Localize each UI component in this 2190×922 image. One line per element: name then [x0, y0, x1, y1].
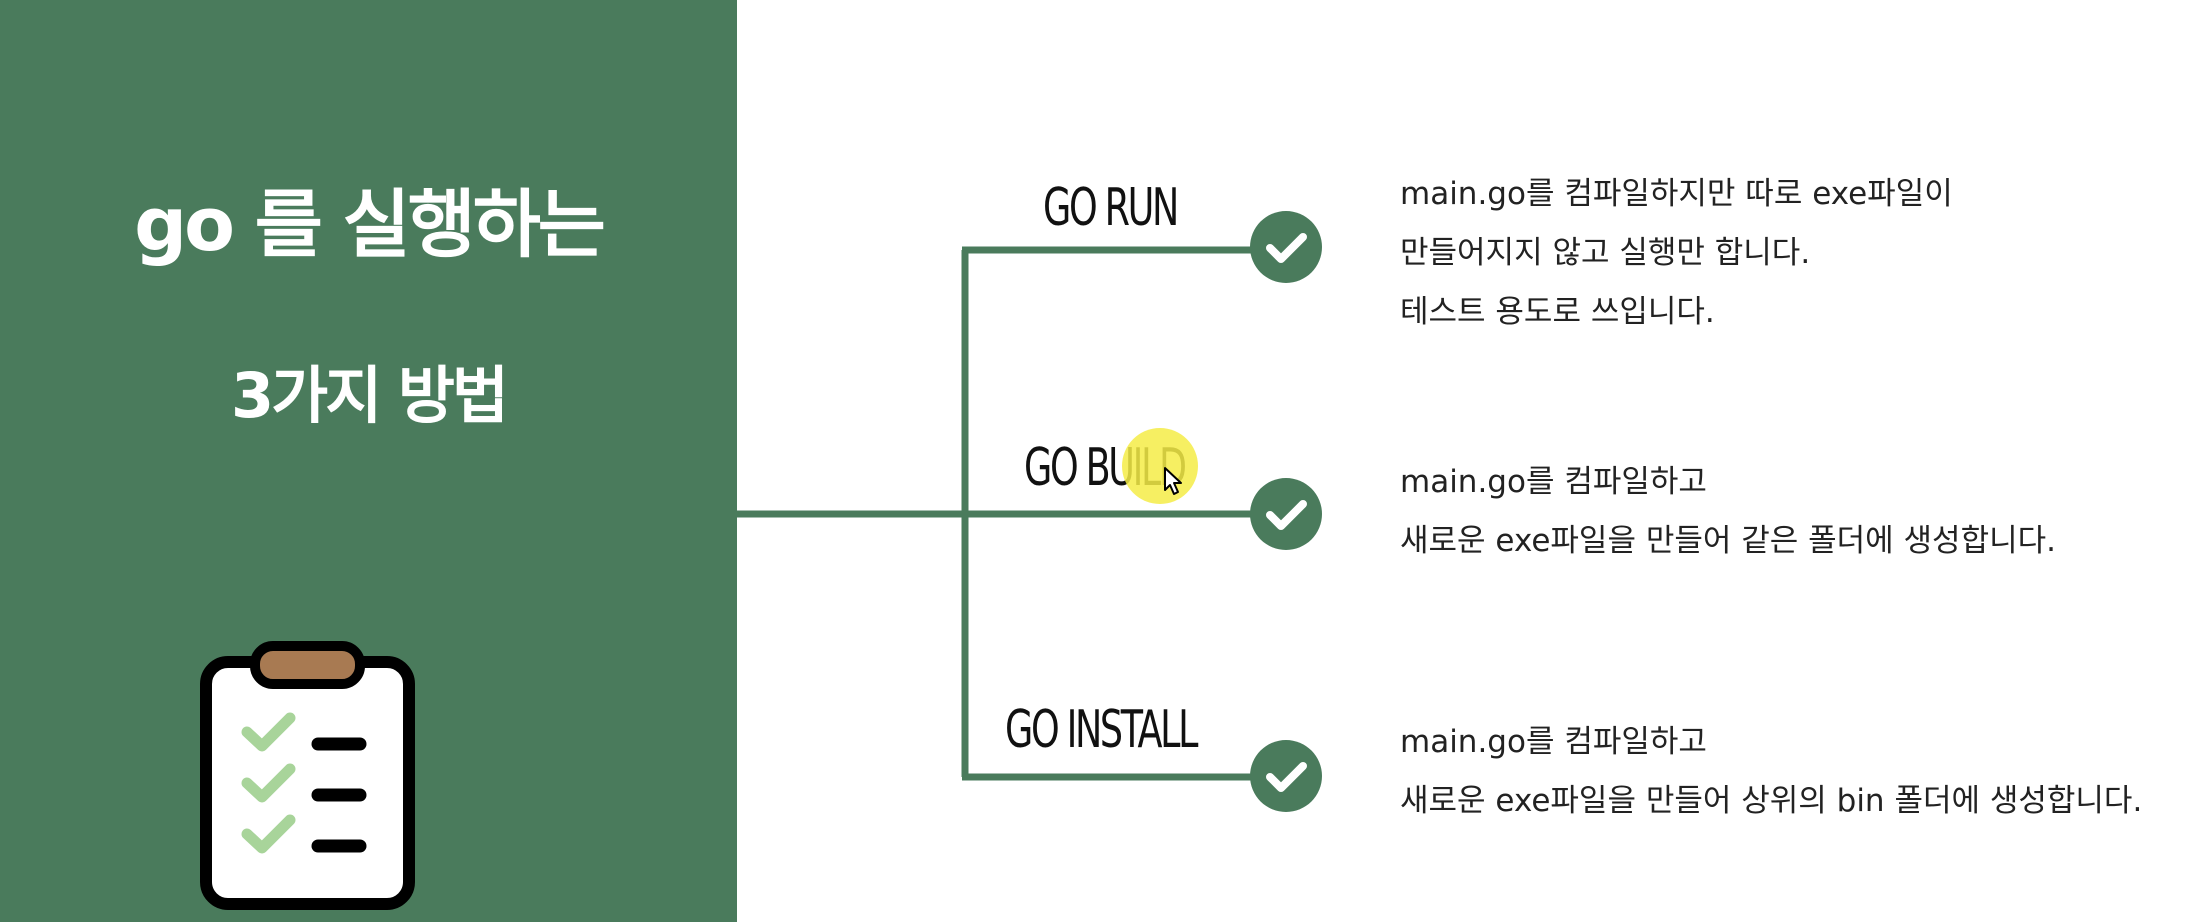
go-build-description: main.go를 컴파일하고 새로운 exe파일을 만들어 같은 폴더에 생성합…: [1400, 453, 2056, 571]
go-run-description: main.go를 컴파일하지만 따로 exe파일이 만들어지지 않고 실행만 합…: [1400, 165, 1953, 342]
check-circle-icon: [1250, 211, 1322, 283]
description-line: 만들어지지 않고 실행만 합니다.: [1400, 235, 1811, 271]
go-run-label: GO RUN: [1043, 178, 1179, 238]
description-line: 테스트 용도로 쓰입니다.: [1400, 294, 1715, 330]
description-line: 새로운 exe파일을 만들어 같은 폴더에 생성합니다.: [1400, 523, 2056, 559]
go-install-description: main.go를 컴파일하고 새로운 exe파일을 만들어 상위의 bin 폴더…: [1400, 713, 2142, 831]
description-line: 새로운 exe파일을 만들어 상위의 bin 폴더에 생성합니다.: [1400, 783, 2143, 819]
cursor-highlight: [1122, 428, 1198, 504]
left-panel: go 를 실행하는 3가지 방법: [0, 0, 737, 922]
go-install-label: GO INSTALL: [1005, 700, 1198, 760]
title-line-2: 3가지 방법: [231, 359, 509, 432]
check-circle-icon: [1250, 478, 1322, 550]
clipboard-checklist-icon: [200, 641, 415, 910]
description-line: main.go를 컴파일하고: [1400, 724, 1707, 760]
title-line-1: go 를 실행하는: [134, 182, 606, 268]
description-line: main.go를 컴파일하지만 따로 exe파일이: [1400, 176, 1953, 212]
mouse-cursor-icon: [1164, 467, 1182, 495]
description-line: main.go를 컴파일하고: [1400, 464, 1707, 500]
check-circle-icon: [1250, 740, 1322, 812]
